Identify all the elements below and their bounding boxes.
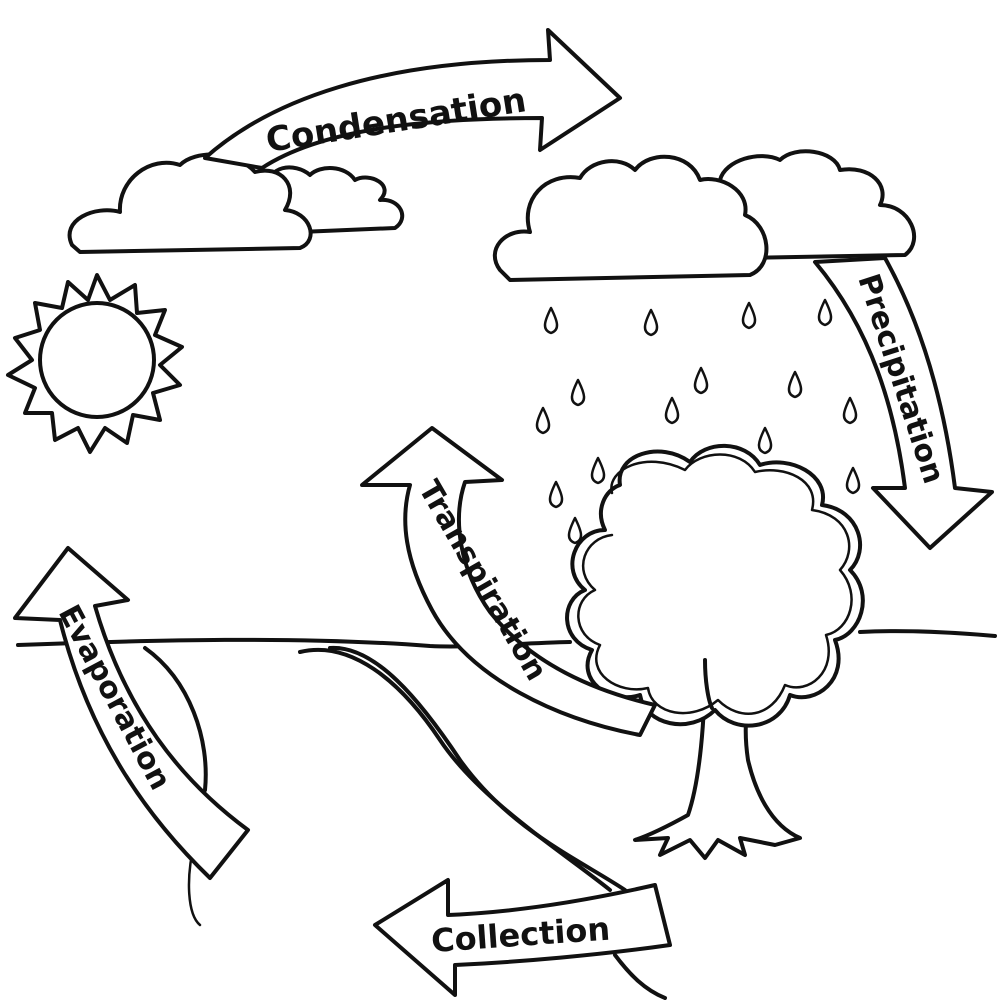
raindrop-icon <box>543 306 559 335</box>
raindrop-icon <box>817 298 833 327</box>
raindrop-icon <box>842 396 858 425</box>
rain-group <box>535 298 861 545</box>
raindrop-icon <box>535 406 551 435</box>
precipitation-arrow: Precipitation <box>813 256 994 550</box>
tree-icon <box>565 443 865 860</box>
evaporation-label: Evaporation <box>51 599 178 796</box>
raindrop-icon <box>590 456 606 485</box>
raindrop-icon <box>567 516 583 545</box>
raindrop-icon <box>757 426 773 455</box>
sun-icon <box>6 273 184 454</box>
cloud-icon <box>67 152 405 254</box>
raindrop-icon <box>787 370 803 399</box>
cloud-icon <box>492 149 917 282</box>
river-icon <box>298 645 667 1000</box>
raindrop-icon <box>664 396 680 425</box>
raindrop-icon <box>845 466 861 495</box>
ground-line-right <box>858 629 997 638</box>
hill <box>143 646 208 792</box>
raindrop-icon <box>548 480 564 509</box>
collection-arrow: Collection <box>373 878 672 997</box>
condensation-arrow: Condensation <box>203 28 622 170</box>
raindrop-icon <box>643 308 659 337</box>
raindrop-icon <box>570 378 586 407</box>
evaporation-arrow: Evaporation <box>13 546 250 880</box>
raindrop-icon <box>741 301 757 330</box>
raindrop-icon <box>693 366 709 395</box>
